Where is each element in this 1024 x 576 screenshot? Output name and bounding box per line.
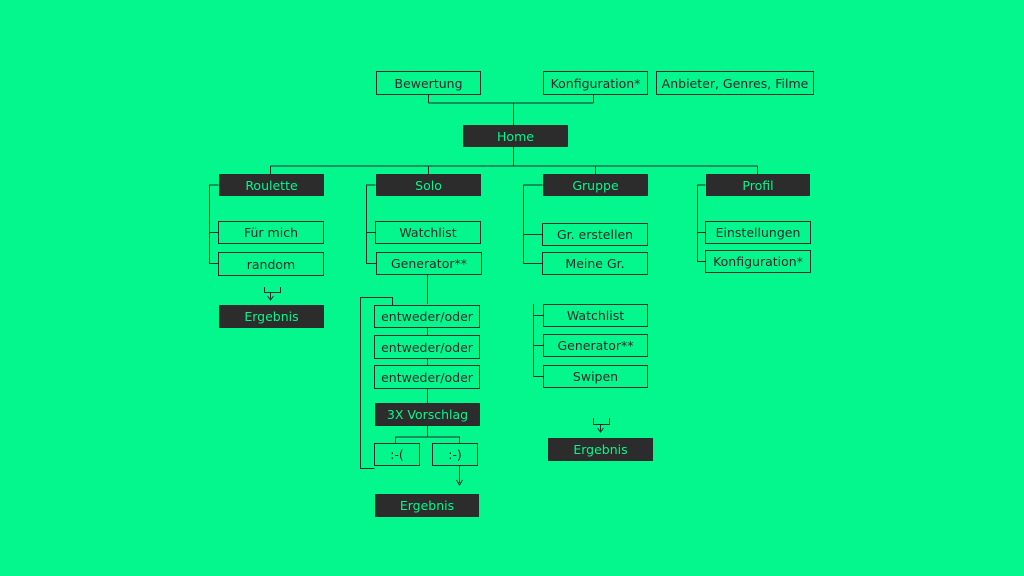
happy-face-node: :-): [432, 443, 478, 466]
entweder-oder-node-2: entweder/oder: [374, 335, 480, 359]
solo-ergebnis-node: Ergebnis: [375, 494, 479, 517]
sad-face-node: :-(: [374, 443, 420, 466]
vorschlag-node: 3X Vorschlag: [375, 403, 480, 426]
fuer-mich-node: Für mich: [218, 221, 324, 244]
anbieter-genres-filme-node: Anbieter, Genres, Filme: [656, 71, 814, 95]
gruppe-watchlist-node: Watchlist: [543, 304, 648, 327]
profil-node: Profil: [706, 174, 810, 196]
meine-gruppen-node: Meine Gr.: [542, 252, 648, 275]
solo-node: Solo: [376, 174, 481, 196]
profil-konfiguration-node: Konfiguration*: [705, 250, 811, 273]
gruppe-generator-node: Generator**: [543, 334, 648, 357]
home-node: Home: [463, 125, 568, 147]
solo-generator-node: Generator**: [376, 252, 482, 275]
gruppe-node: Gruppe: [543, 174, 648, 196]
einstellungen-node: Einstellungen: [705, 221, 811, 244]
roulette-node: Roulette: [219, 174, 324, 196]
random-node: random: [218, 252, 324, 276]
gruppe-ergebnis-node: Ergebnis: [548, 438, 653, 461]
gruppe-erstellen-node: Gr. erstellen: [542, 223, 648, 246]
solo-watchlist-node: Watchlist: [375, 221, 481, 244]
swipen-node: Swipen: [543, 365, 648, 388]
bewertung-node: Bewertung: [376, 71, 481, 95]
entweder-oder-node-1: entweder/oder: [374, 305, 480, 328]
roulette-ergebnis-node: Ergebnis: [219, 305, 324, 328]
konfiguration-node: Konfiguration*: [543, 71, 648, 95]
entweder-oder-node-3: entweder/oder: [374, 365, 480, 389]
